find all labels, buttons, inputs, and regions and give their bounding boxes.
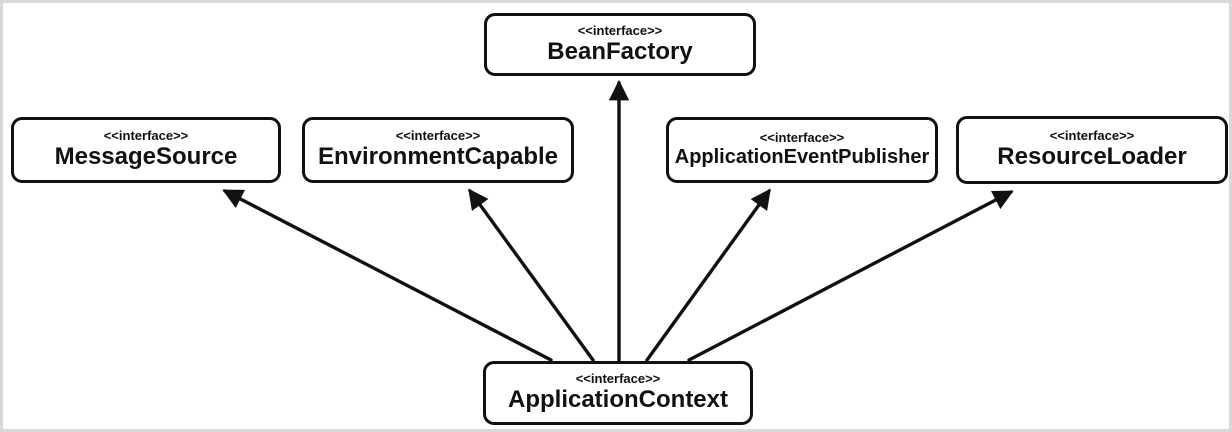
- node-environment-capable: <<interface>> EnvironmentCapable: [302, 117, 574, 183]
- node-stereotype: <<interface>>: [395, 128, 481, 144]
- node-stereotype: <<interface>>: [577, 22, 663, 38]
- node-resource-loader: <<interface>> ResourceLoader: [956, 116, 1228, 184]
- edge-application-context-to-environment-capable: [468, 188, 595, 362]
- node-name: ApplicationContext: [508, 386, 728, 414]
- edge-application-context-to-resource-loader: [687, 190, 1014, 362]
- node-name: ApplicationEventPublisher: [674, 146, 930, 169]
- node-application-context: <<interface>> ApplicationContext: [483, 361, 753, 425]
- node-name: EnvironmentCapable: [317, 143, 559, 171]
- node-application-event-publisher: <<interface>> ApplicationEventPublisher: [666, 117, 938, 183]
- node-name: ResourceLoader: [997, 143, 1187, 171]
- node-stereotype: <<interface>>: [575, 371, 661, 387]
- node-stereotype: <<interface>>: [759, 130, 845, 146]
- node-stereotype: <<interface>>: [103, 128, 189, 144]
- node-stereotype: <<interface>>: [1049, 128, 1135, 144]
- node-bean-factory: <<interface>> BeanFactory: [484, 13, 756, 76]
- edge-application-context-to-message-source: [222, 189, 553, 362]
- node-name: BeanFactory: [547, 37, 693, 65]
- node-message-source: <<interface>> MessageSource: [11, 117, 281, 183]
- node-name: MessageSource: [54, 143, 238, 171]
- edge-application-context-to-application-event-publisher: [645, 188, 771, 362]
